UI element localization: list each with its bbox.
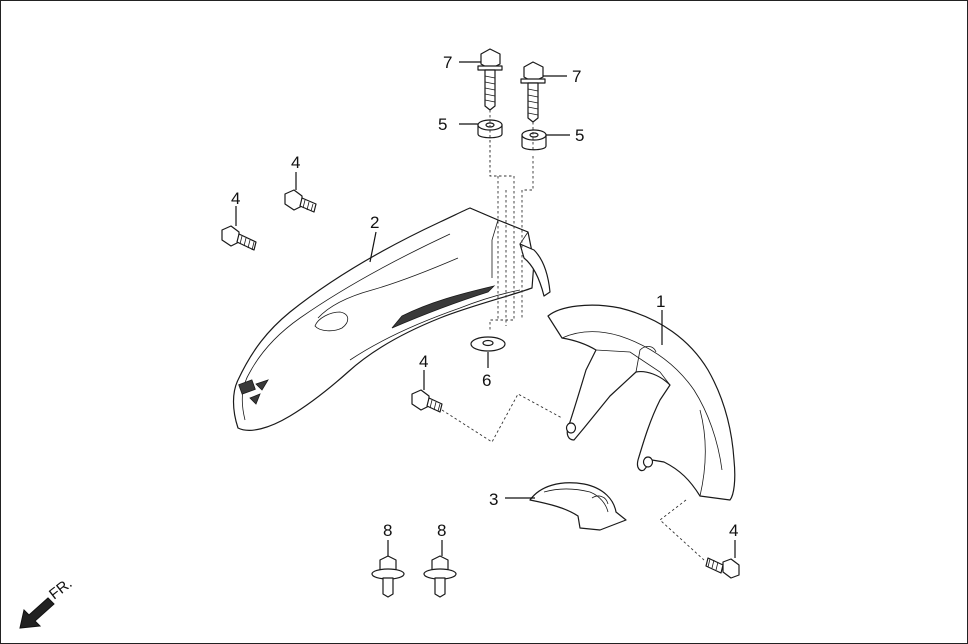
callout-7-left: 7 — [443, 53, 452, 72]
front-fender-part-2 — [232, 207, 551, 431]
bolt-part-8-left — [371, 555, 405, 598]
bolt-part-8-right — [423, 555, 457, 598]
bolt-part-7-left — [477, 48, 503, 111]
callout-1: 1 — [656, 292, 665, 311]
front-direction-indicator: FR. — [19, 575, 76, 629]
callout-4-lower-right: 4 — [729, 521, 738, 540]
front-direction-label: FR. — [46, 575, 76, 603]
callout-5-right: 5 — [575, 126, 584, 145]
callout-4-left: 4 — [231, 189, 240, 208]
callout-6: 6 — [482, 371, 491, 390]
collar-washer-5-right — [521, 129, 547, 151]
bolt-part-4-lower-right — [705, 557, 740, 579]
front-arrow-icon — [19, 597, 55, 629]
bolt-part-4-middle — [411, 389, 443, 413]
callout-8-right: 8 — [437, 521, 446, 540]
callout-8-left: 8 — [383, 521, 392, 540]
callout-leaders — [235, 61, 736, 558]
callout-4-upper: 4 — [291, 153, 300, 172]
bolt-part-7-right — [520, 61, 546, 123]
bracket-part-3 — [529, 482, 627, 531]
assembly-lines — [441, 110, 705, 561]
bolt-part-4-upper — [284, 189, 317, 213]
callout-5-left: 5 — [438, 115, 447, 134]
inner-fender-part-1 — [547, 304, 736, 501]
bolt-part-4-left — [221, 225, 257, 251]
callout-7-right: 7 — [572, 67, 581, 86]
callout-3: 3 — [489, 490, 498, 509]
callout-2: 2 — [370, 213, 379, 232]
callout-4-middle: 4 — [419, 352, 428, 371]
washer-part-6 — [470, 336, 506, 352]
